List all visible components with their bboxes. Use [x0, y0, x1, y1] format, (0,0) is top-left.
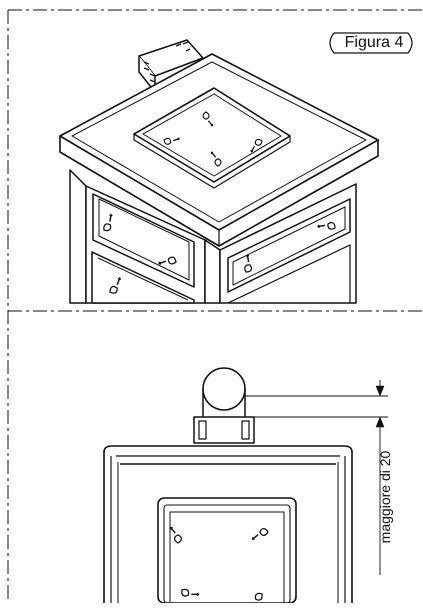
plan-inset [157, 497, 297, 604]
dimension-annotation [245, 380, 388, 575]
dimension-arrow-down [375, 385, 385, 397]
flue-connector [193, 416, 255, 444]
stove-plan-view [103, 367, 353, 604]
flue-pipe [202, 367, 246, 411]
right-upper-panel-inner [232, 206, 346, 286]
body-corner [204, 239, 221, 304]
figure-label-frame [329, 32, 413, 54]
stove-isometric-view [59, 39, 379, 304]
top-inset-inner [142, 93, 282, 177]
stove-top-outline [103, 445, 353, 453]
dimension-text: maggiore di 20 [377, 450, 393, 544]
dimension-arrow-up [375, 416, 385, 428]
frame-lines [7, 9, 423, 603]
figure-label: Figura 4 [344, 34, 404, 51]
body-left-edge [69, 169, 87, 304]
front-left-panel-inner [98, 198, 190, 281]
